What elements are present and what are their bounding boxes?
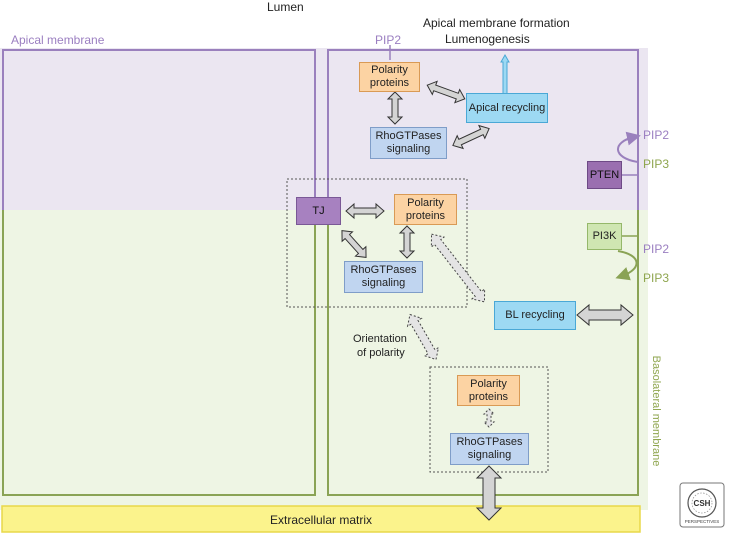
apical-membrane-label: Apical membrane	[11, 33, 105, 47]
pip2-lower-label: PIP2	[643, 242, 670, 256]
pip3-lower-label: PIP3	[643, 271, 670, 285]
rho-bottom-line1: RhoGTPases	[456, 436, 523, 448]
polarity-top-line1: Polarity	[371, 64, 408, 76]
pten-box: PTEN	[587, 161, 622, 189]
pip3-to-pip2-arrow	[617, 131, 641, 163]
bl-recycling-extracellular-arrow	[576, 303, 634, 327]
tj-polarity-arrow	[345, 202, 385, 220]
orientation-label-line1: Orientation	[353, 333, 407, 345]
rho-apical-recycling-arrow	[452, 124, 490, 150]
tj-group-outline	[286, 178, 468, 308]
bl-recycling-box: BL recycling	[494, 301, 576, 330]
pip2-top-label: PIP2	[375, 33, 402, 47]
pip2-upper-label: PIP2	[643, 128, 670, 142]
tj-box: TJ	[296, 197, 341, 225]
polarity-mid-line2: proteins	[405, 209, 446, 222]
lumen-label: Lumen	[267, 0, 304, 14]
svg-text:CSH: CSH	[694, 499, 711, 508]
polarity-apical-recycling-arrow	[426, 80, 466, 104]
ecm-signaling-arrow	[475, 465, 503, 521]
basolateral-zone	[0, 210, 648, 510]
polarity-bl-recycling-dashed-arrow	[430, 233, 486, 303]
extracellular-matrix-bar	[1, 505, 641, 533]
polarity-bottom-line2: proteins	[468, 390, 509, 403]
polarity-mid-line1: Polarity	[407, 196, 444, 209]
svg-text:PERSPECTIVES: PERSPECTIVES	[685, 519, 720, 524]
rho-mid-line1: RhoGTPases	[350, 264, 417, 276]
polarity-top-line2: proteins	[369, 77, 410, 89]
tj-text: TJ	[312, 204, 325, 217]
bl-recycling-text: BL recycling	[505, 309, 565, 321]
pip3-upper-label: PIP3	[643, 157, 670, 171]
apical-zone	[0, 48, 648, 210]
apical-recycling-box: Apical recycling	[466, 93, 548, 123]
rho-mid-line2: signaling	[361, 277, 406, 289]
rho-top-line2: signaling	[386, 143, 431, 155]
right-cell-apical-border	[327, 49, 639, 210]
orientation-dashed-arrow	[406, 313, 440, 361]
tj-rho-arrow	[341, 230, 367, 258]
polarity-bottom-line1: Polarity	[470, 377, 507, 390]
polarity-rho-mid-arrow	[398, 225, 416, 259]
pip2-to-pip3-arrow	[615, 250, 638, 281]
pi3k-box: PI3K	[587, 223, 622, 250]
apical-recycling-text: Apical recycling	[468, 101, 546, 114]
basolateral-membrane-label: Basolateral membrane	[650, 355, 662, 467]
pi3k-text: PI3K	[592, 230, 617, 242]
extracellular-matrix-label: Extracellular matrix	[269, 513, 373, 527]
rho-top-line1: RhoGTPases	[375, 130, 442, 142]
lumenogenesis-label: Lumenogenesis	[445, 32, 530, 46]
left-cell-basolateral-border	[2, 210, 316, 496]
rho-bottom-line2: signaling	[467, 449, 512, 461]
apical-formation-label: Apical membrane formation	[423, 16, 570, 30]
polarity-rho-bottom-dashed-arrow	[482, 408, 496, 428]
orientation-label-line2: of polarity	[357, 347, 405, 359]
pten-text: PTEN	[589, 168, 620, 181]
polarity-rho-top-arrow	[386, 91, 404, 125]
csh-logo: CSH PERSPECTIVES	[679, 482, 725, 528]
